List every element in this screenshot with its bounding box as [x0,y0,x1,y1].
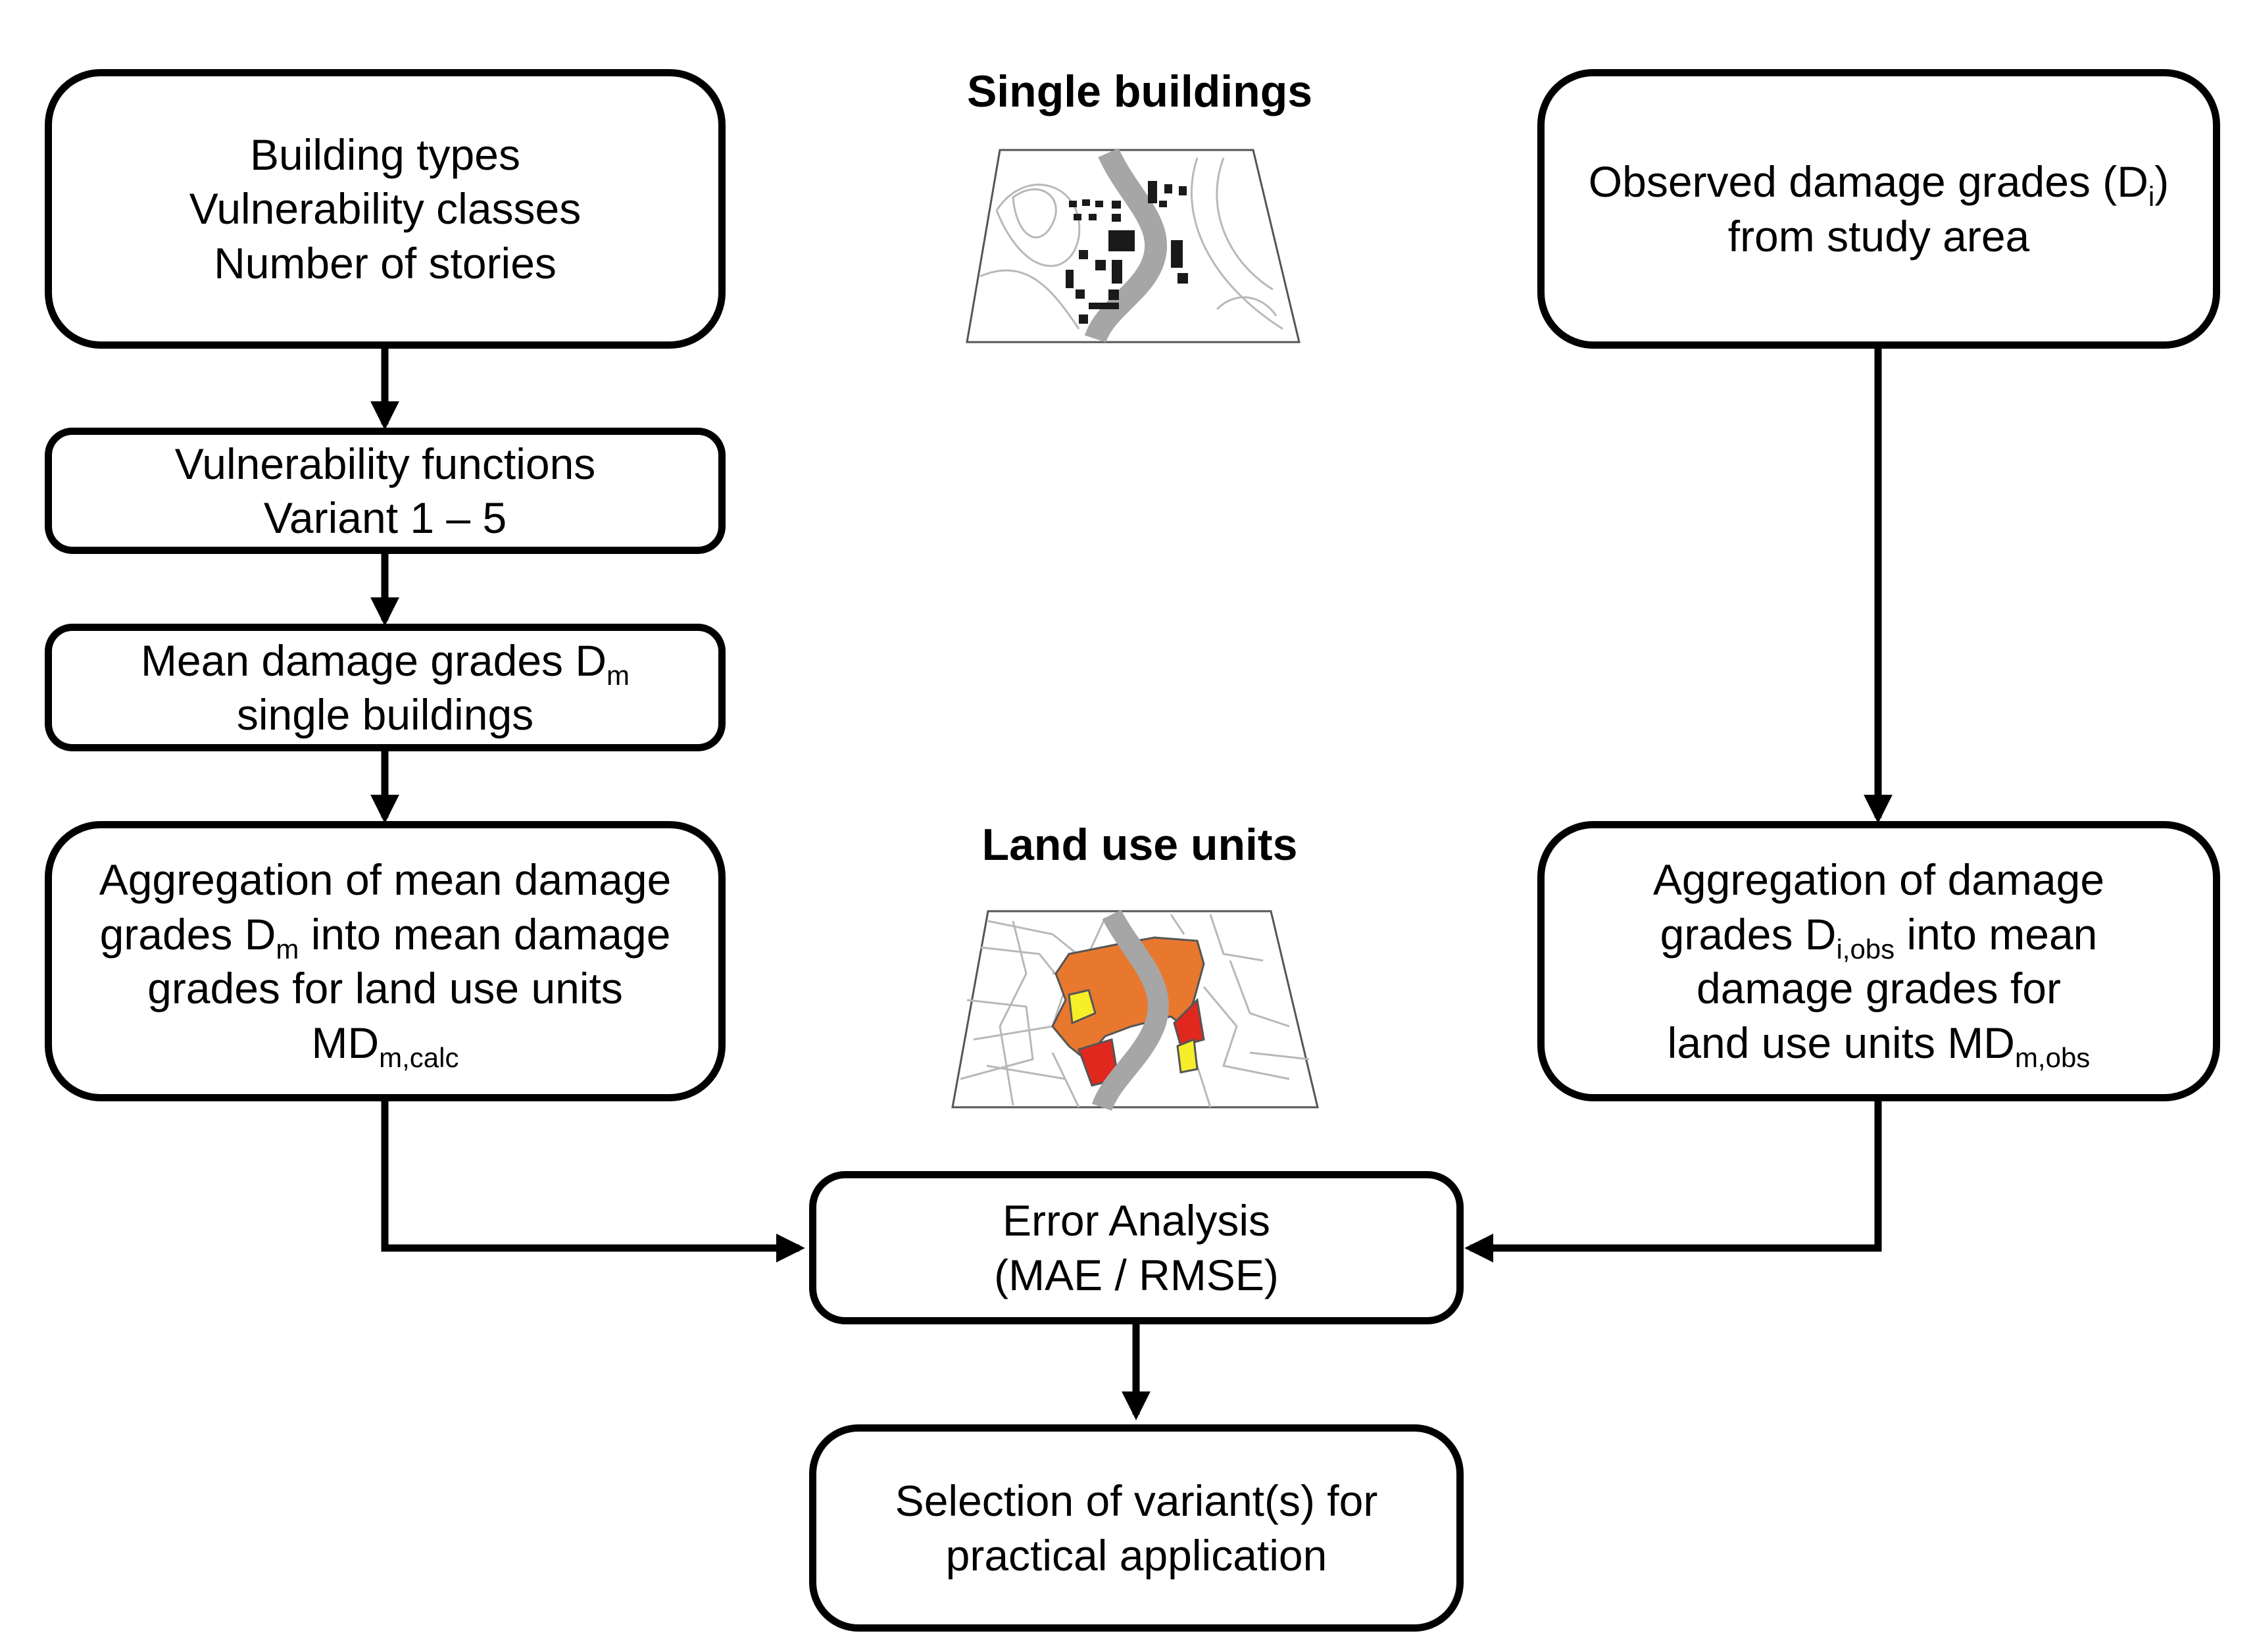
aggregation-calc-line4: MDm,calc [311,1018,459,1073]
error-analysis-box: Error Analysis (MAE / RMSE) [809,1171,1464,1324]
vulnerability-functions-box: Vulnerability functions Variant 1 – 5 [45,428,726,554]
selection-line2: practical application [945,1530,1327,1580]
selection-box: Selection of variant(s) for practical ap… [809,1424,1464,1632]
building-types-box: Building types Vulnerability classes Num… [45,69,726,349]
aggregation-obs-line3: damage grades for [1696,964,2061,1013]
number-of-stories-label: Number of stories [214,238,557,288]
aggregation-obs-line1: Aggregation of damage [1652,855,2105,904]
single-buildings-label: single buildings [236,690,534,739]
mean-damage-grades-label: Mean damage grades Dm [140,636,630,691]
mean-damage-grades-box: Mean damage grades Dm single buildings [45,624,726,751]
aggregation-calc-line1: Aggregation of mean damage [99,855,672,904]
observed-damage-box: Observed damage grades (Di) from study a… [1537,69,2220,349]
aggregation-obs-line4: land use units MDm,obs [1667,1018,2091,1073]
vulnerability-functions-label: Vulnerability functions [174,439,596,488]
aggregation-calc-box: Aggregation of mean damage grades Dm int… [45,821,726,1101]
aggregation-calc-line3: grades for land use units [147,964,623,1013]
observed-damage-label: Observed damage grades (Di) [1588,157,2169,212]
selection-line1: Selection of variant(s) for [895,1476,1378,1525]
mae-rmse-label: (MAE / RMSE) [994,1250,1279,1299]
aggregation-calc-line2: grades Dm into mean damage [99,909,671,964]
variant-label: Variant 1 – 5 [263,493,507,542]
aggregation-obs-box: Aggregation of damage grades Di,obs into… [1537,821,2220,1101]
vulnerability-classes-label: Vulnerability classes [189,184,582,234]
land-use-units-heading: Land use units [981,820,1298,870]
error-analysis-label: Error Analysis [1002,1196,1271,1245]
from-study-area-label: from study area [1727,211,2030,261]
arrow-aggregation-to-error [381,1101,805,1263]
single-buildings-heading: Single buildings [966,66,1313,116]
arrow-aggregation-obs-to-error [1464,1101,1882,1263]
building-types-label: Building types [250,130,520,179]
aggregation-obs-line2: grades Di,obs into mean [1660,909,2098,964]
